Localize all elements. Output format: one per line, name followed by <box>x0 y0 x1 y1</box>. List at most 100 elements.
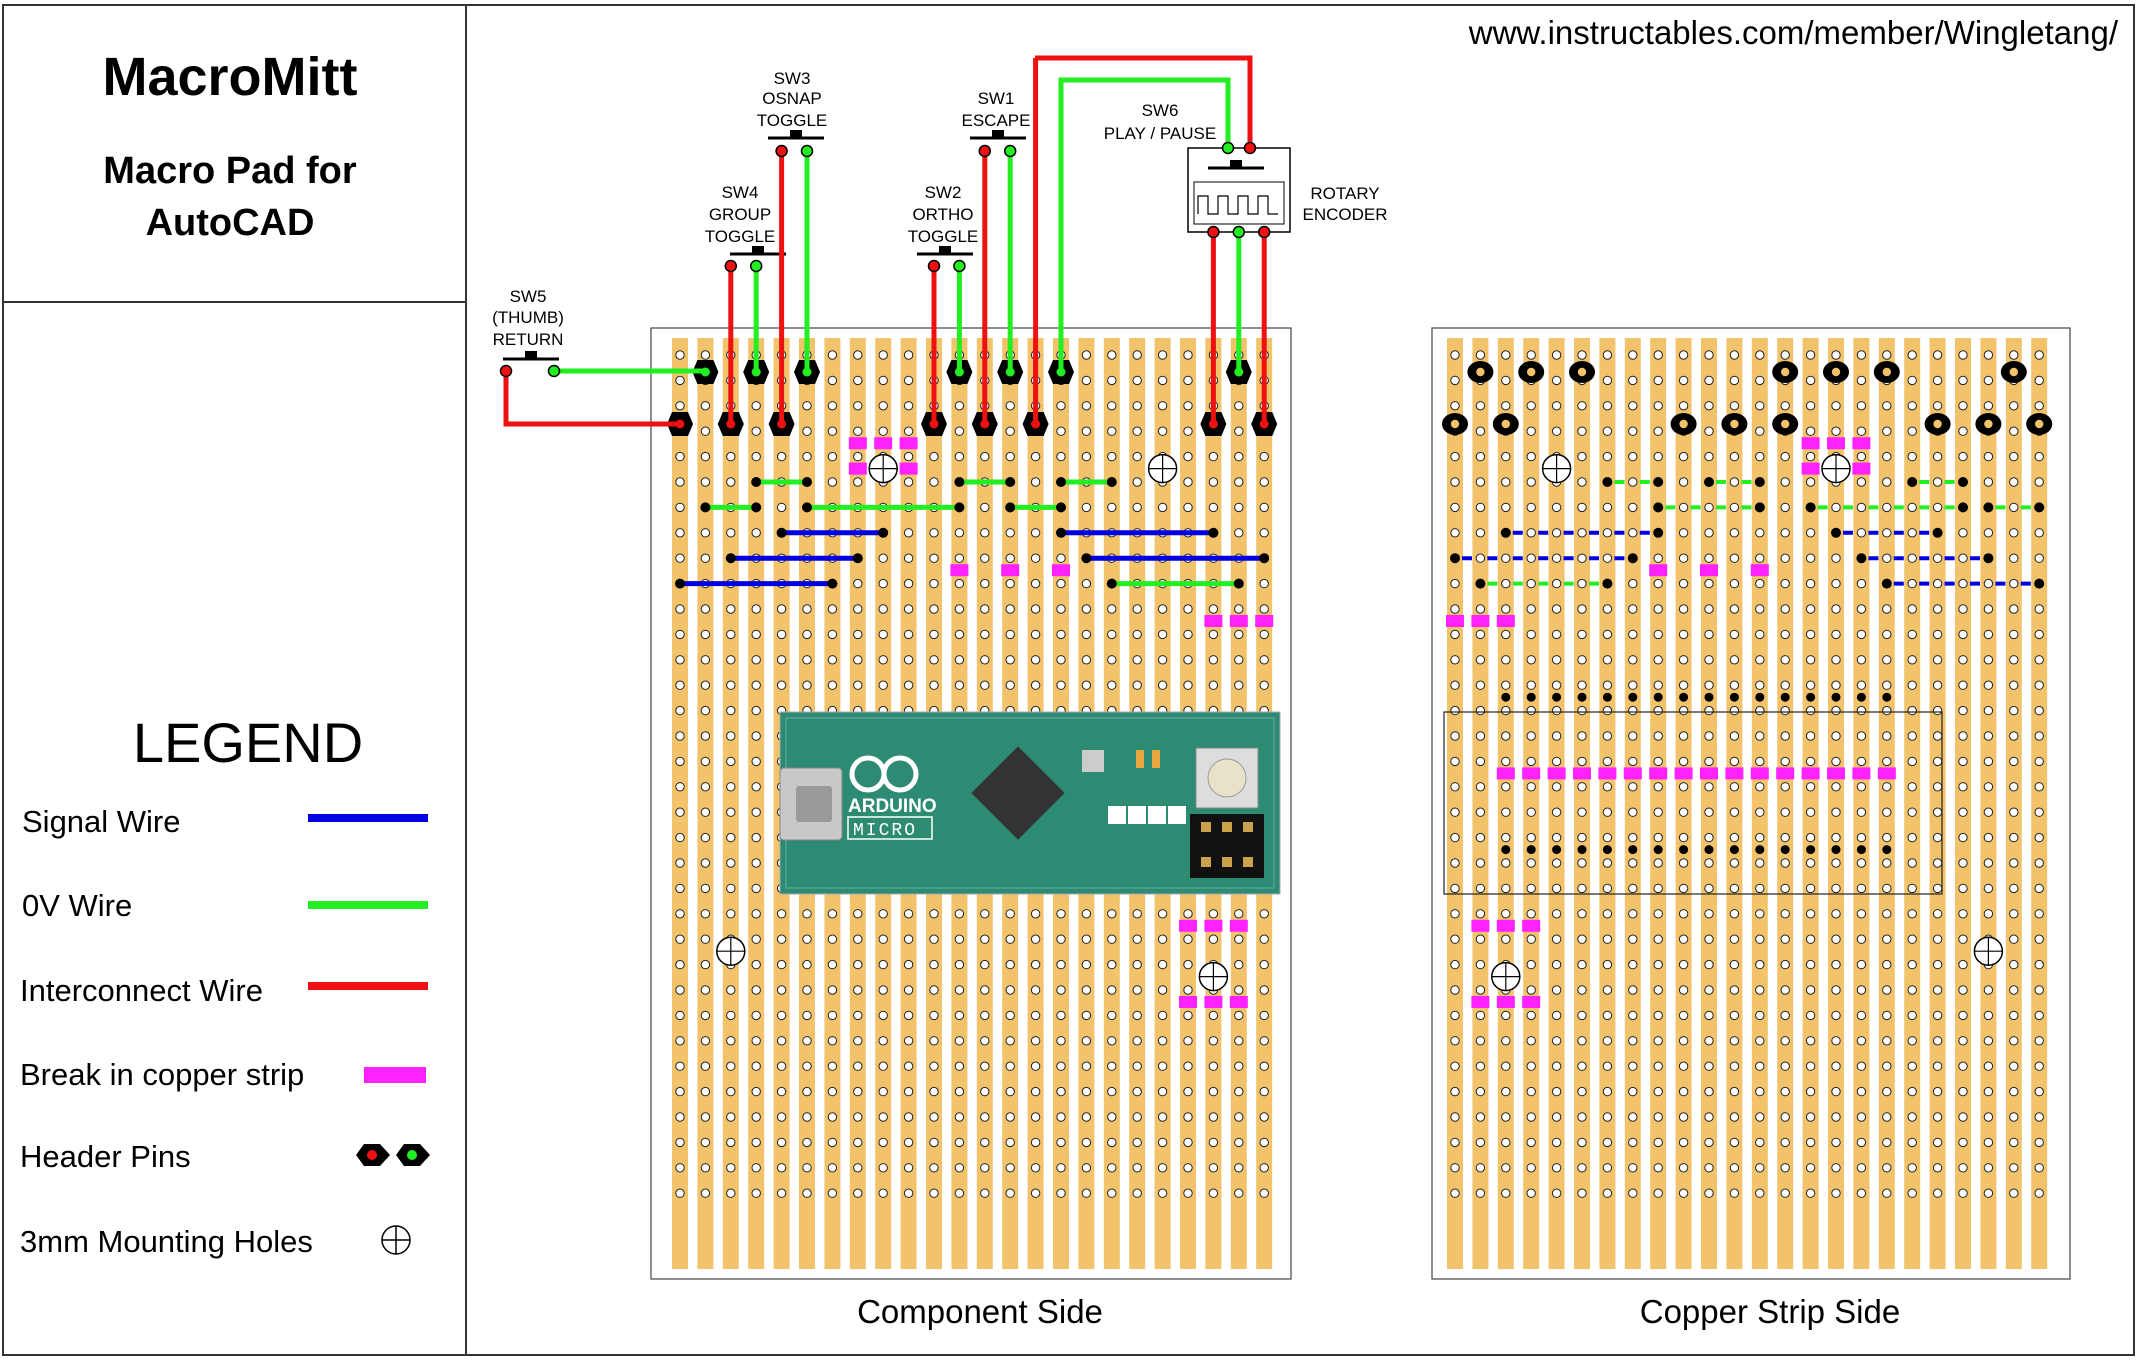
hole <box>954 959 965 970</box>
hole <box>1551 528 1562 538</box>
switch-labels: SW1 ESCAPE SW2 ORTHO TOGGLE SW3 OSNAP TO… <box>492 69 1387 349</box>
hole <box>1501 705 1511 716</box>
hole <box>1678 553 1689 563</box>
copper-strip-side-caption: Copper Strip Side <box>1640 1293 1900 1330</box>
hole <box>1958 782 1968 792</box>
sw3-label: SW3 <box>774 69 811 88</box>
hole <box>751 629 761 640</box>
hole <box>1907 655 1917 665</box>
hole <box>853 401 863 411</box>
hole <box>1831 934 1841 944</box>
copper-strip <box>748 338 765 1269</box>
hole <box>675 1188 685 1198</box>
hole <box>1958 1137 1968 1148</box>
hole <box>1157 1112 1168 1122</box>
hole <box>1907 451 1917 462</box>
hole <box>1501 909 1511 919</box>
hole <box>1081 909 1092 919</box>
hole <box>1577 756 1587 767</box>
hole <box>1958 451 1968 462</box>
subtitle-line1: Macro Pad for <box>103 150 357 192</box>
hole <box>1831 705 1841 716</box>
strip-break <box>1052 564 1070 577</box>
wire-end <box>878 527 889 538</box>
hole <box>1183 934 1193 944</box>
hole <box>1602 1010 1613 1021</box>
hole <box>903 1163 914 1173</box>
hole <box>2009 782 2019 792</box>
hole <box>675 832 685 843</box>
hole <box>1653 909 1663 919</box>
wiring-overlay <box>499 55 2053 1008</box>
hole <box>1805 731 1816 741</box>
hole <box>1577 426 1587 436</box>
hole <box>1755 1010 1765 1021</box>
hole <box>1704 680 1714 690</box>
strip-break <box>1700 767 1718 780</box>
hole <box>1602 1137 1613 1148</box>
hole <box>1729 680 1740 690</box>
hole <box>1704 883 1714 894</box>
hole <box>1856 1061 1867 1071</box>
hole <box>1932 782 1943 792</box>
hole <box>1831 1061 1841 1071</box>
hole <box>1526 782 1536 792</box>
hole <box>1704 1010 1714 1021</box>
wire-end <box>1881 578 1892 589</box>
hole <box>1628 426 1638 436</box>
hole <box>2034 756 2044 767</box>
hole <box>1602 705 1613 716</box>
hole <box>1107 375 1117 386</box>
hole <box>1475 731 1486 741</box>
hole <box>1501 655 1511 665</box>
strip-break <box>1471 996 1490 1008</box>
hole <box>802 1086 812 1097</box>
hole <box>1602 934 1613 944</box>
hole <box>827 680 838 690</box>
wire-end <box>1704 477 1714 487</box>
hole <box>1882 553 1892 563</box>
strip-break <box>1750 564 1769 577</box>
hole <box>929 1086 939 1097</box>
wire-end <box>1106 578 1117 589</box>
hole <box>2034 883 2044 894</box>
hole <box>1882 807 1892 817</box>
hole <box>1501 451 1511 462</box>
hole <box>1526 909 1536 919</box>
hole <box>827 1163 838 1173</box>
hole <box>1882 858 1892 868</box>
wire-end <box>827 578 838 589</box>
hole <box>1551 1010 1562 1021</box>
wire-end <box>1106 477 1117 487</box>
sw5-function: (THUMB) <box>492 308 564 327</box>
hole <box>1551 1112 1562 1122</box>
hole <box>1551 705 1562 716</box>
hole <box>1678 401 1689 411</box>
hole <box>1780 1188 1790 1198</box>
hole <box>1983 1010 1994 1021</box>
hole <box>1526 528 1536 538</box>
hole <box>1856 1010 1867 1021</box>
hole <box>1704 655 1714 665</box>
hole <box>1780 350 1790 360</box>
hole <box>878 655 888 665</box>
hole <box>1030 1137 1041 1148</box>
hole <box>1932 502 1943 513</box>
copper-strip <box>1447 338 1463 1269</box>
hole <box>1856 680 1867 690</box>
hole <box>1030 578 1041 589</box>
wire-end <box>1056 502 1066 513</box>
hole <box>1501 375 1511 386</box>
hole <box>1755 655 1765 665</box>
hole <box>1602 451 1613 462</box>
hole <box>1704 426 1714 436</box>
hole <box>1780 680 1790 690</box>
hole <box>802 1137 812 1148</box>
hole <box>1628 578 1638 589</box>
solder-joint <box>1704 692 1714 702</box>
hole <box>751 934 761 944</box>
hole <box>903 350 914 360</box>
hole <box>1107 1112 1117 1122</box>
hole <box>954 528 965 538</box>
hole <box>2034 1137 2044 1148</box>
